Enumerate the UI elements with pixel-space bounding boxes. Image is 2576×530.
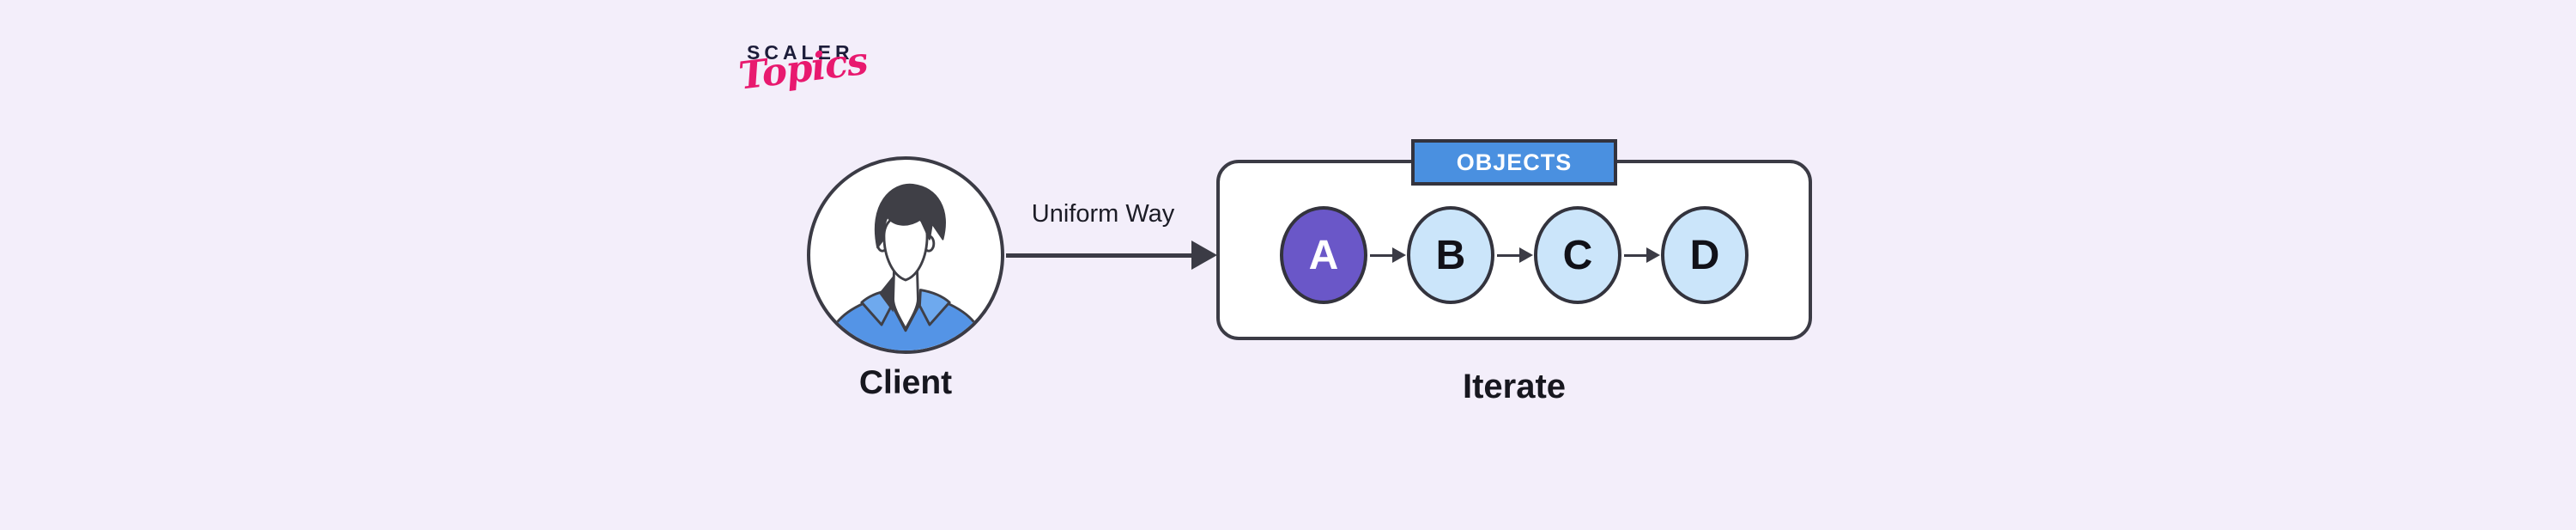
scaler-topics-logo: SCALER Topics: [736, 40, 870, 99]
uniform-way-arrowhead-icon: [1191, 241, 1217, 270]
logo-brand-text: SCALER: [747, 41, 854, 64]
object-node-a: A: [1280, 206, 1367, 304]
node-arrow-line-3: [1624, 254, 1646, 257]
object-node-b-label: B: [1435, 232, 1466, 278]
objects-tag: OBJECTS: [1411, 139, 1617, 186]
object-node-c-label: C: [1562, 232, 1593, 278]
object-node-a-label: A: [1308, 232, 1339, 278]
node-arrowhead-icon-2: [1519, 247, 1533, 263]
object-node-d-label: D: [1689, 232, 1720, 278]
iterate-caption: Iterate: [1462, 368, 1567, 405]
client-avatar-icon: [822, 183, 989, 350]
node-arrow-line-1: [1370, 254, 1392, 257]
object-node-b: B: [1407, 206, 1494, 304]
object-node-d: D: [1661, 206, 1749, 304]
node-arrow-line-2: [1497, 254, 1519, 257]
client-avatar: [807, 156, 1004, 354]
client-label: Client: [858, 364, 953, 401]
node-arrowhead-icon-3: [1646, 247, 1660, 263]
node-arrowhead-icon-1: [1392, 247, 1406, 263]
uniform-way-label: Uniform Way: [1031, 200, 1175, 228]
uniform-way-arrow-line: [1006, 253, 1193, 258]
object-node-c: C: [1534, 206, 1621, 304]
